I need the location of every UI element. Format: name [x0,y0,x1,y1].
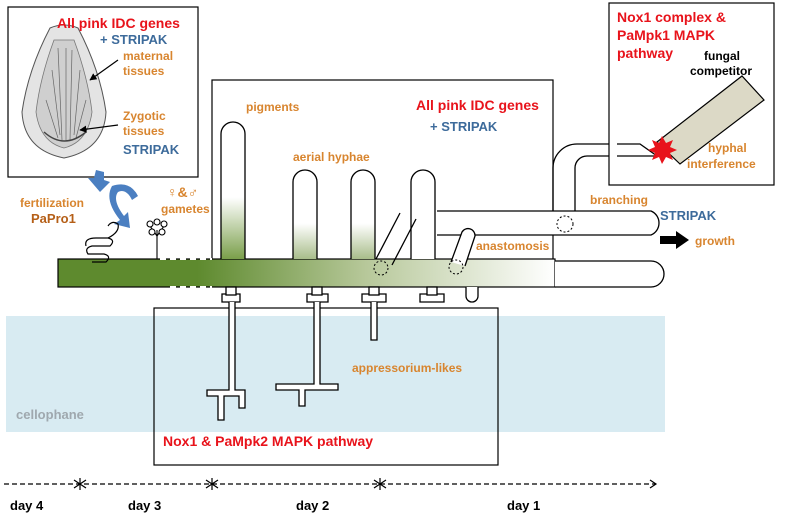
maternal-arrow [89,59,119,81]
anastomosis-hypha-1 [375,212,417,266]
nox1-complex-title-2: PaMpk1 MAPK [617,27,715,43]
perithecium-drawing [21,24,107,159]
hypha-extension-upper [437,210,660,236]
pigment-hypha [220,121,246,259]
fusion-point-branch [556,215,574,233]
interference-burst [648,136,677,164]
central-title: All pink IDC genes [416,97,539,113]
mycelium-band [57,258,556,288]
branching-label: branching [590,193,648,207]
ascogonium-coil [85,221,119,263]
day-3-label: day 3 [128,498,161,513]
day-4-label: day 4 [10,498,44,513]
interference-label: interference [687,157,756,171]
day-1-label: day 1 [507,498,540,513]
maternal-label-2: tissues [123,64,165,78]
zygotic-arrow [79,124,119,133]
zygotic-label-2: tissues [123,124,165,138]
perithecium-title: All pink IDC genes [57,15,180,31]
aerial-hypha-2 [350,169,376,259]
cellophane-label: cellophane [16,407,84,422]
nox1-pampk2-title: Nox1 & PaMpk2 MAPK pathway [163,433,373,449]
anastomosis-label: anastomosis [476,239,550,253]
papro1-label: PaPro1 [31,211,76,226]
cellophane-band [6,316,665,432]
appressoria-stems [225,286,438,296]
aerial-hyphae-label: aerial hyphae [293,150,370,164]
timeline [4,478,658,490]
right-stripak-label: STRIPAK [660,208,717,223]
aerial-hypha-1 [292,169,318,259]
zygotic-label-1: Zygotic [123,109,166,123]
lower-loop [465,287,479,303]
spermatia-cluster [146,218,168,259]
competitor-label: competitor [690,64,752,78]
fertilization-curve-arrow [109,184,138,228]
nox1-pampk2-box [153,307,499,466]
growth-label: growth [695,234,735,248]
gametes-symbol: ♀&♂ [167,184,198,200]
branching-hypha [552,143,640,211]
fusion-point-2 [448,259,464,275]
growth-arrow [660,231,689,249]
day-2-label: day 2 [296,498,329,513]
appressorium-label: appressorium-likes [352,361,462,375]
nox1-complex-title-3: pathway [617,45,673,61]
central-stripak: + STRIPAK [430,119,498,134]
fusion-point-1 [373,260,389,276]
fungal-label: fungal [704,49,740,63]
pigments-label: pigments [246,100,300,114]
nox1-complex-title-1: Nox1 complex & [617,9,726,25]
hypha-extension-lower [555,260,665,288]
aerial-hypha-3 [410,169,436,259]
appressorium-2 [275,293,339,407]
appressorium-1 [206,293,246,421]
fertilization-upward-arrow [88,170,110,192]
hyphal-label: hyphal [708,141,747,155]
gametes-label: gametes [161,202,210,216]
zygotic-stripak: STRIPAK [123,142,180,157]
anastomosis-hypha-2 [450,228,476,267]
maternal-label-1: maternal [123,49,173,63]
perithecium-stripak: + STRIPAK [100,32,168,47]
fertilization-label: fertilization [20,196,84,210]
fungal-competitor-hypha [656,75,765,165]
